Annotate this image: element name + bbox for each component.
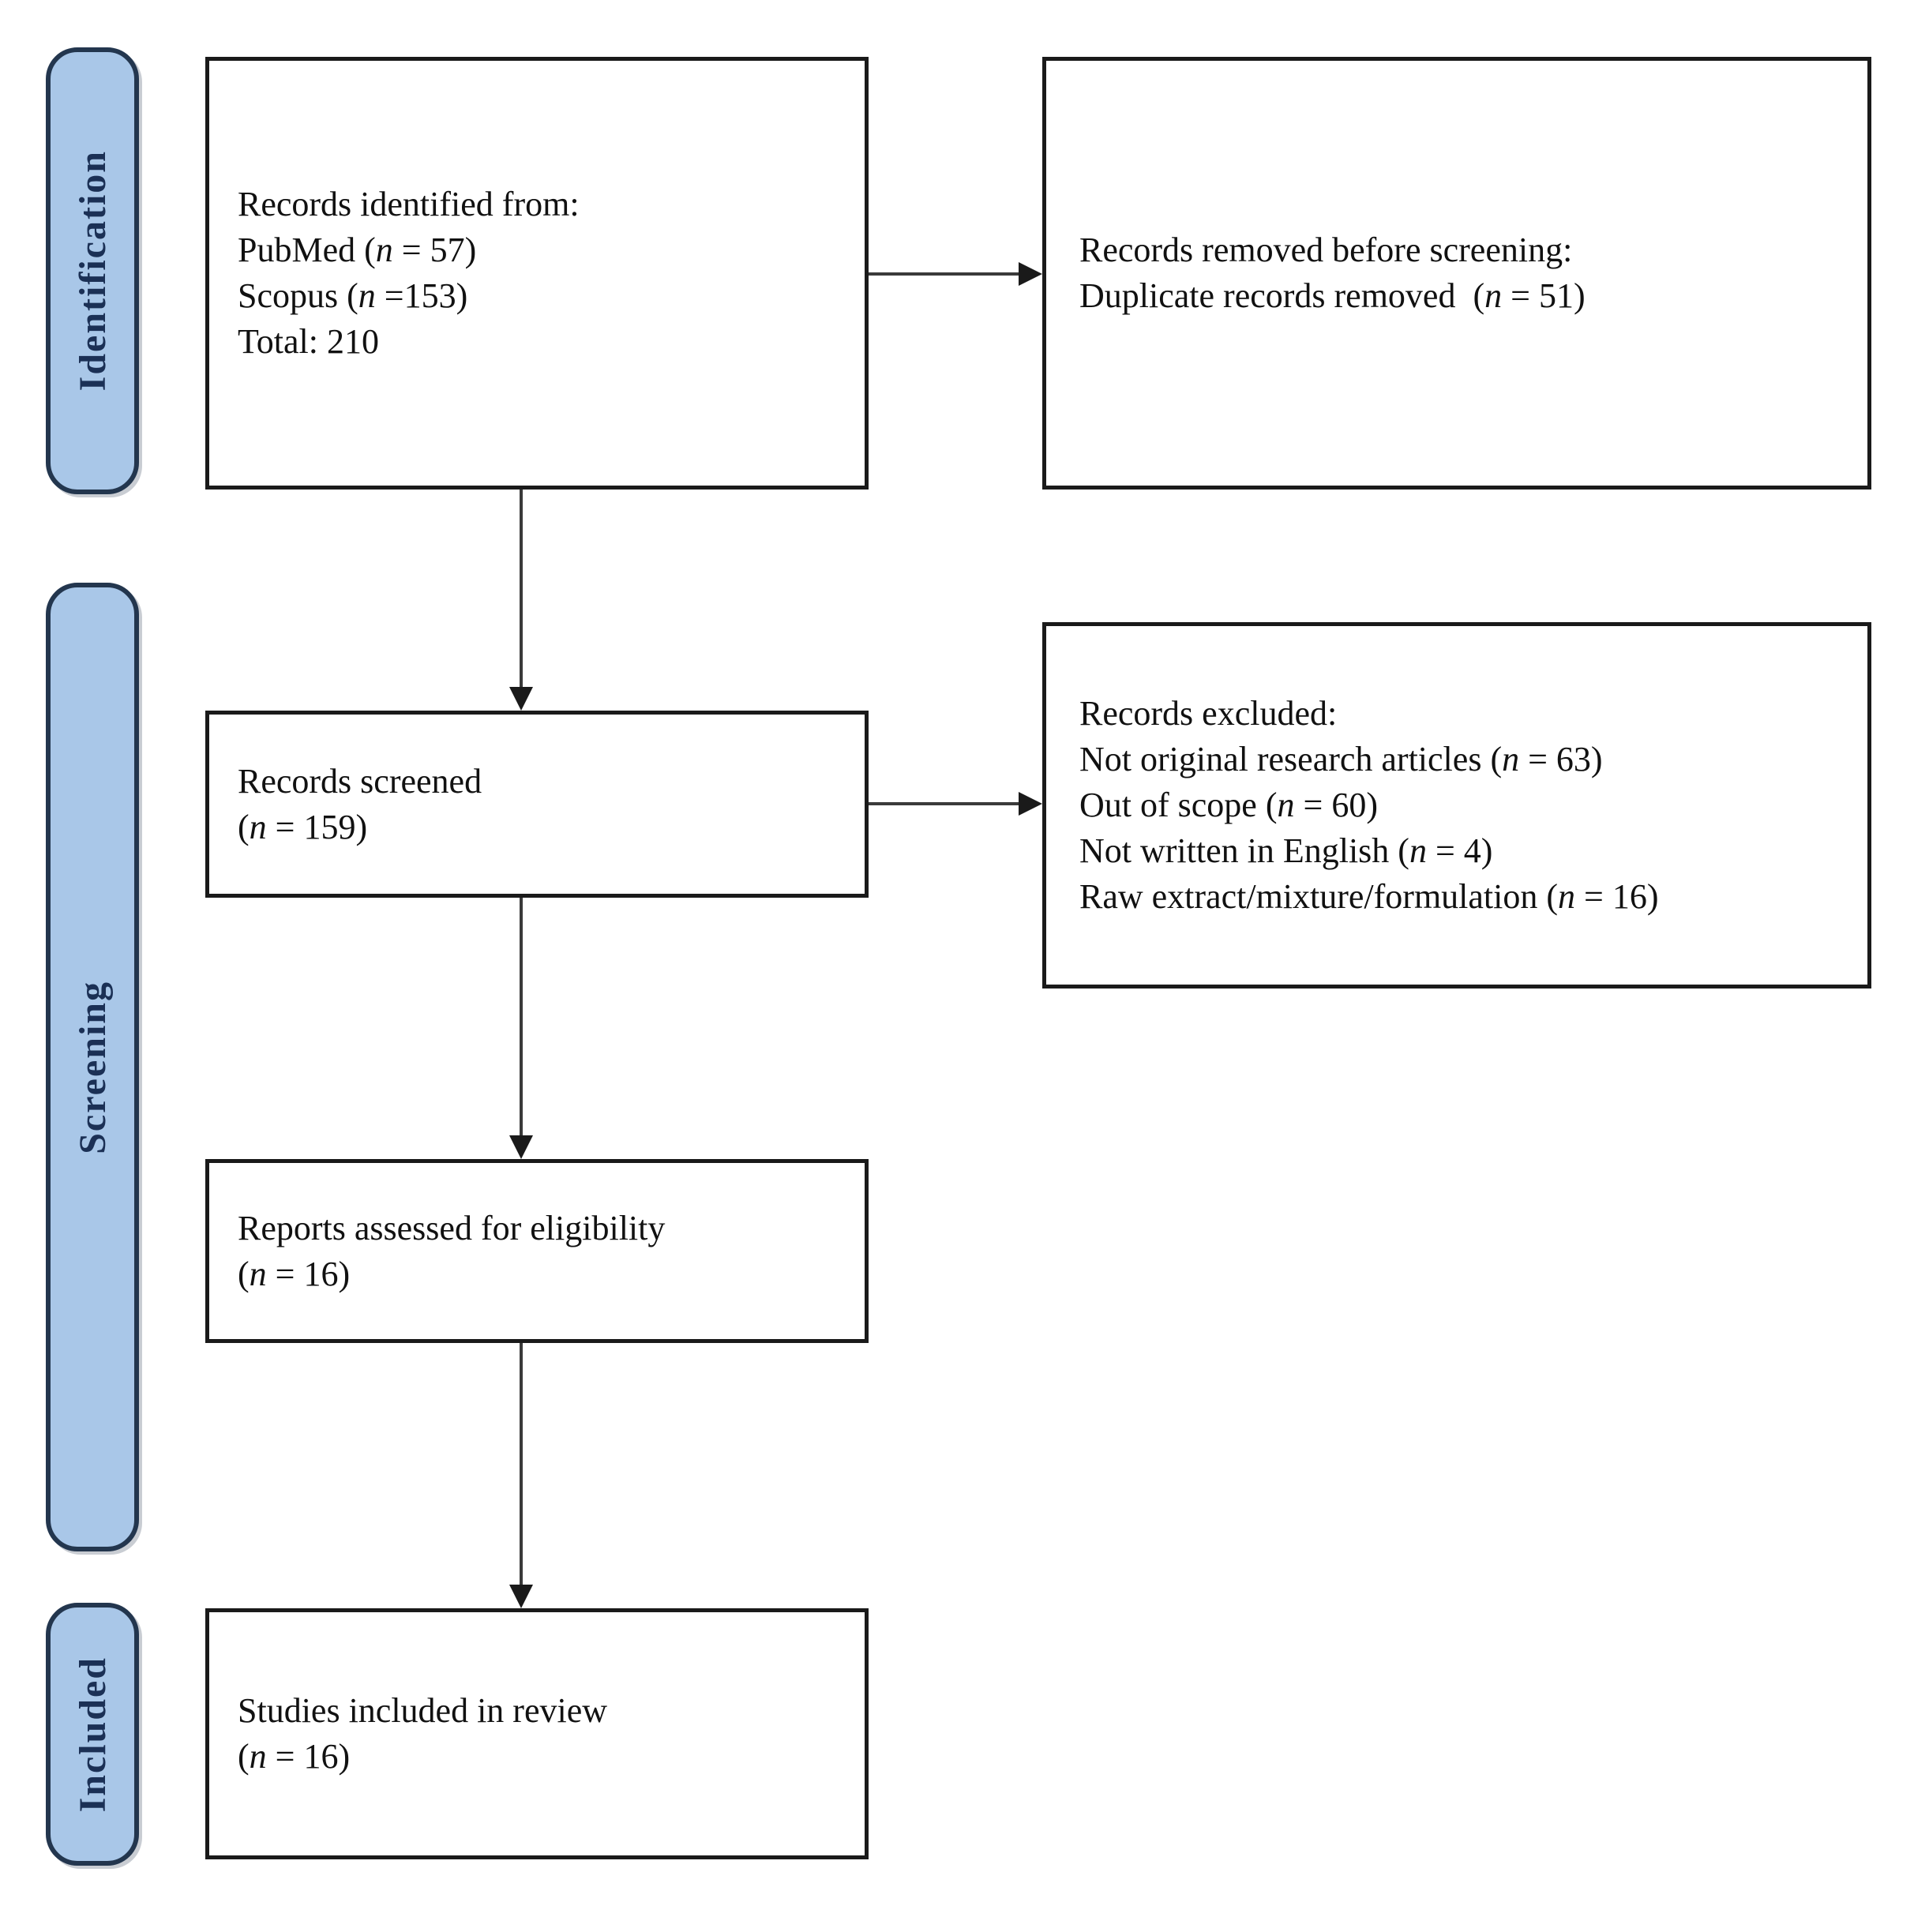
box-text-line: Not written in English (n = 4) <box>1079 831 1493 870</box>
box-text-line: Studies included in review <box>238 1691 608 1730</box>
right-arrow-screened-to-excluded <box>869 792 1042 816</box>
arrowhead-down-icon <box>509 687 533 711</box>
down-arrow-identified-to-screened <box>509 490 533 711</box>
arrow-line <box>520 490 523 690</box>
box-text-line: Scopus (n =153) <box>238 276 468 315</box>
box-text-line: Duplicate records removed (n = 51) <box>1079 276 1586 315</box>
stage-label-included: Included <box>46 1603 139 1866</box>
down-arrow-screened-to-assessed <box>509 898 533 1159</box>
arrow-line <box>869 802 1022 805</box>
box-records-screened: Records screened (n = 159) <box>205 711 869 898</box>
arrow-line <box>869 272 1022 276</box>
arrowhead-down-icon <box>509 1585 533 1608</box>
box-text-line: Total: 210 <box>238 322 380 361</box>
stage-label-text: Included <box>71 1656 114 1813</box>
box-text-line: Records excluded: <box>1079 694 1338 733</box>
arrowhead-right-icon <box>1019 792 1042 816</box>
box-text-line: (n = 159) <box>238 807 368 846</box>
box-records-removed-before-screening: Records removed before screening: Duplic… <box>1042 57 1871 490</box>
right-arrow-identified-to-removed <box>869 262 1042 286</box>
stage-label-text: Screening <box>71 980 114 1154</box>
stage-label-screening: Screening <box>46 583 139 1551</box>
box-text-line: Records screened <box>238 761 482 801</box>
box-text-line: Records removed before screening: <box>1079 231 1573 269</box>
stage-label-identification: Identification <box>46 47 139 494</box>
box-records-identified: Records identified from: PubMed (n = 57)… <box>205 57 869 490</box>
box-text-line: PubMed (n = 57) <box>238 231 477 269</box>
stage-label-text: Identification <box>71 150 114 392</box>
box-records-excluded: Records excluded: Not original research … <box>1042 622 1871 989</box>
box-studies-included: Studies included in review (n = 16) <box>205 1608 869 1859</box>
box-text-line: Records identified from: <box>238 185 580 223</box>
box-text-line: Not original research articles (n = 63) <box>1079 740 1603 778</box>
box-text-line: Out of scope (n = 60) <box>1079 786 1378 824</box>
box-text-line: Raw extract/mixture/formulation (n = 16) <box>1079 877 1659 916</box>
box-text-line: (n = 16) <box>238 1254 351 1293</box>
box-reports-assessed: Reports assessed for eligibility (n = 16… <box>205 1159 869 1343</box>
arrowhead-right-icon <box>1019 262 1042 286</box>
box-text-line: (n = 16) <box>238 1737 351 1776</box>
arrowhead-down-icon <box>509 1135 533 1159</box>
arrow-line <box>520 898 523 1139</box>
box-text-line: Reports assessed for eligibility <box>238 1208 666 1247</box>
arrow-line <box>520 1343 523 1588</box>
down-arrow-assessed-to-included <box>509 1343 533 1608</box>
